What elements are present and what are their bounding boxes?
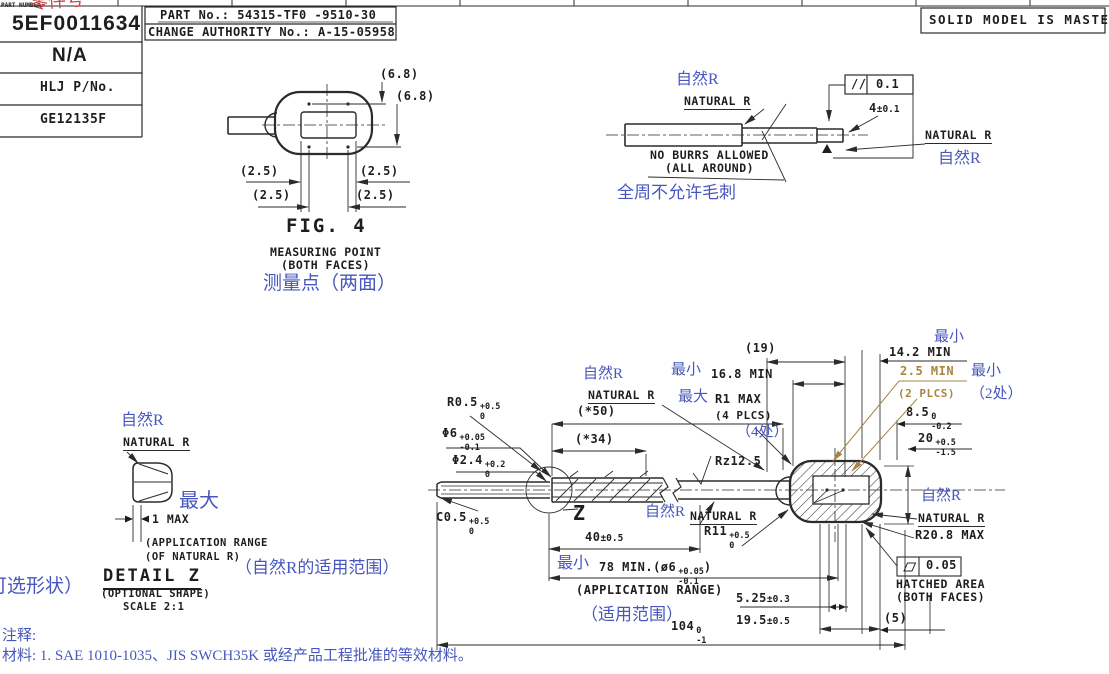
- natural-r-chinese-right: 自然R: [938, 150, 981, 167]
- dim-2.5-min-chinese: 最小: [971, 363, 1002, 379]
- dim-5.25: 5.25±0.3: [736, 591, 790, 605]
- natural-r-chinese-shaft: 自然R: [583, 366, 624, 382]
- detail-z-callout: Z: [573, 501, 586, 525]
- max-r1-chinese: 最大: [678, 389, 709, 405]
- natural-r-chinese-mid: 自然R: [645, 504, 686, 520]
- min-142-chinese: 最小: [934, 329, 965, 345]
- no-burrs-line2: (ALL AROUND): [665, 161, 755, 175]
- fig4-dim-2.5-b: (2.5): [360, 164, 399, 178]
- dim-16.8-min: 16.8 MIN: [711, 367, 773, 381]
- detailz-1max: 1 MAX: [152, 512, 190, 526]
- detailz-natural-r: NATURAL R: [123, 435, 190, 451]
- deburr-view-lines: [606, 74, 926, 183]
- natural-r-mid: NATURAL R: [690, 509, 757, 525]
- dim-19.5: 19.5±0.5: [736, 613, 790, 627]
- dim-78-min-chinese: 最小: [557, 555, 590, 572]
- natural-r-label-right: NATURAL R: [925, 128, 992, 144]
- hlj-label: HLJ P/No.: [40, 80, 115, 95]
- fig4-subtitle-1: MEASURING POINT: [270, 245, 382, 259]
- dim-19: (19): [745, 341, 776, 355]
- detailz-application-range-2: (OF NATURAL R): [145, 551, 241, 563]
- detailz-application-range-1: (APPLICATION RANGE: [145, 537, 268, 549]
- fig4-title: FIG. 4: [286, 215, 367, 237]
- fig4-view-lines: [227, 82, 410, 212]
- notes-header: 注释:: [2, 628, 37, 644]
- natural-r-chinese-head: 自然R: [921, 488, 962, 504]
- no-burrs-line1: NO BURRS ALLOWED: [650, 148, 769, 162]
- detailz-application-range-chinese: （自然R的适用范围）: [235, 558, 400, 577]
- sheet-border: [0, 0, 1109, 7]
- natural-r-chinese-top: 自然R: [676, 71, 719, 88]
- na-field: N/A: [52, 45, 88, 66]
- application-range-chinese: （适用范围）: [581, 605, 683, 624]
- main-view-lines: [428, 350, 1005, 650]
- natural-r-label-top: NATURAL R: [684, 94, 751, 110]
- natural-r-shaft: NATURAL R: [588, 388, 655, 404]
- part-number-value: 5EF0011634: [12, 12, 142, 35]
- application-range-note: (APPLICATION RANGE): [576, 583, 723, 597]
- change-authority-line: CHANGE AUTHORITY No.: A-15-05958: [148, 25, 396, 39]
- dim-2-places: (2 PLCS): [898, 387, 955, 400]
- dim-2.5-min: 2.5 MIN: [900, 364, 955, 378]
- dim-dia6: Φ6+0.05-0.1: [442, 426, 486, 453]
- detailz-max-chinese: 最大: [179, 490, 219, 512]
- dim-star34: (*34): [575, 432, 614, 446]
- dim-star50: (*50): [577, 404, 616, 418]
- detailz-optional-shape-chinese: 可选形状）: [0, 576, 84, 597]
- dim-5: (5): [884, 611, 908, 625]
- surface-roughness-rz12.5: Rz12.5: [715, 454, 762, 468]
- material-note: 材料: 1. SAE 1010-1035、JIS SWCH35K 或经产品工程批…: [2, 648, 473, 664]
- fig4-subtitle-2: (BOTH FACES): [281, 258, 371, 272]
- dim-2-places-chinese: （2处）: [970, 386, 1023, 402]
- detailz-title: DETAIL Z: [103, 567, 201, 590]
- dim-4-places-chinese: （4处）: [736, 424, 789, 440]
- detailz-natural-r-chinese: 自然R: [121, 412, 164, 429]
- dim-4-places: (4 PLCS): [715, 409, 772, 422]
- natural-r-head: NATURAL R: [918, 511, 985, 527]
- dim-14.2-min: 14.2 MIN: [889, 345, 951, 359]
- part-number-caption: PART NUMBER:: [1, 2, 45, 9]
- hlj-part-number: GE12135F: [40, 112, 107, 127]
- parallelism-tolerance: 0.1: [876, 77, 900, 91]
- fig4-dim-6.8-b: (6.8): [396, 89, 435, 103]
- fig4-dim-2.5-a: (2.5): [240, 164, 279, 178]
- dim-4: 4±0.1: [869, 101, 900, 115]
- fig4-title-chinese: 测量点（两面）: [263, 273, 397, 294]
- dim-r20.8-max: R20.8 MAX: [915, 528, 985, 542]
- fig4-dim-2.5-d: (2.5): [356, 188, 395, 202]
- detailz-scale: SCALE 2:1: [123, 601, 185, 613]
- min-168-chinese: 最小: [671, 362, 702, 378]
- dim-40: 40±0.5: [585, 530, 624, 544]
- flatness-tolerance: 0.05: [926, 558, 957, 572]
- hatched-area-note-2: (BOTH FACES): [896, 590, 986, 604]
- fig4-dim-6.8-a: (6.8): [380, 67, 419, 81]
- fig4-dim-2.5-c: (2.5): [252, 188, 291, 202]
- dim-78-min: 78 MIN.(ø6+0.05-0.1): [599, 560, 712, 587]
- part-no-line: PART No.: 54315-TF0 -9510-30: [160, 8, 377, 22]
- hatched-area-note-1: HATCHED AREA: [896, 577, 986, 591]
- title-block-lines: [0, 6, 1106, 138]
- detailz-optional-shape: (OPTIONAL SHAPE): [101, 588, 211, 600]
- parallelism-symbol: //: [851, 77, 867, 91]
- dim-r1-max: R1 MAX: [715, 392, 762, 406]
- solid-model-note: SOLID MODEL IS MASTER: [929, 12, 1109, 27]
- dim-20: 20+0.5-1.5: [918, 431, 956, 458]
- detail-z-lines: [115, 451, 173, 542]
- no-burrs-chinese: 全周不允许毛刺: [617, 183, 736, 202]
